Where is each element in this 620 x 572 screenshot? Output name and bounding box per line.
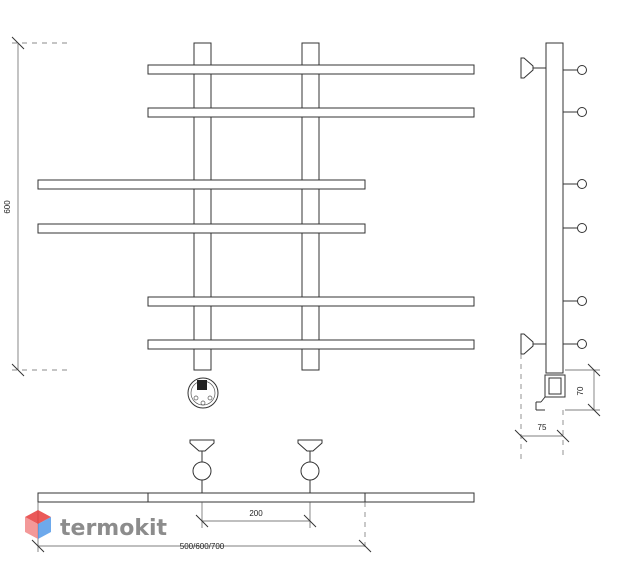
- side-height-dimension: 70: [565, 363, 601, 417]
- connection-dimension: 200: [195, 502, 317, 528]
- rung-2: [147, 107, 475, 118]
- side-height-label: 70: [576, 386, 585, 395]
- height-label: 600: [3, 200, 12, 214]
- right-collector: [301, 42, 320, 371]
- rung-1: [147, 64, 475, 75]
- front-view: [37, 42, 475, 409]
- side-bottom-connector: [535, 374, 566, 411]
- logo-text: termokit: [60, 516, 167, 541]
- side-view: 70 75: [514, 42, 601, 460]
- left-fitting-icon: [189, 439, 215, 493]
- left-collector: [193, 42, 212, 371]
- side-collector: [545, 42, 564, 374]
- rung-4: [37, 223, 366, 234]
- rung-6: [147, 339, 475, 350]
- termokit-logo: termokit: [25, 510, 167, 541]
- rung-3: [37, 179, 366, 190]
- top-view: 200 500/600/700: [31, 439, 475, 553]
- rung-5: [147, 296, 475, 307]
- top-rung: [37, 492, 475, 503]
- connection-label: 200: [249, 509, 263, 518]
- wall-bracket-bottom-icon: [520, 333, 546, 355]
- heater-control-icon: [187, 377, 219, 409]
- height-dimension: 600: [3, 36, 68, 377]
- side-depth-label: 75: [538, 423, 547, 432]
- logo-cube-icon: [25, 510, 51, 539]
- right-fitting-icon: [297, 439, 323, 493]
- side-rung-ends: [563, 65, 587, 349]
- side-depth-dimension: 75: [514, 354, 570, 460]
- width-label: 500/600/700: [180, 542, 225, 551]
- wall-bracket-top-icon: [520, 57, 546, 79]
